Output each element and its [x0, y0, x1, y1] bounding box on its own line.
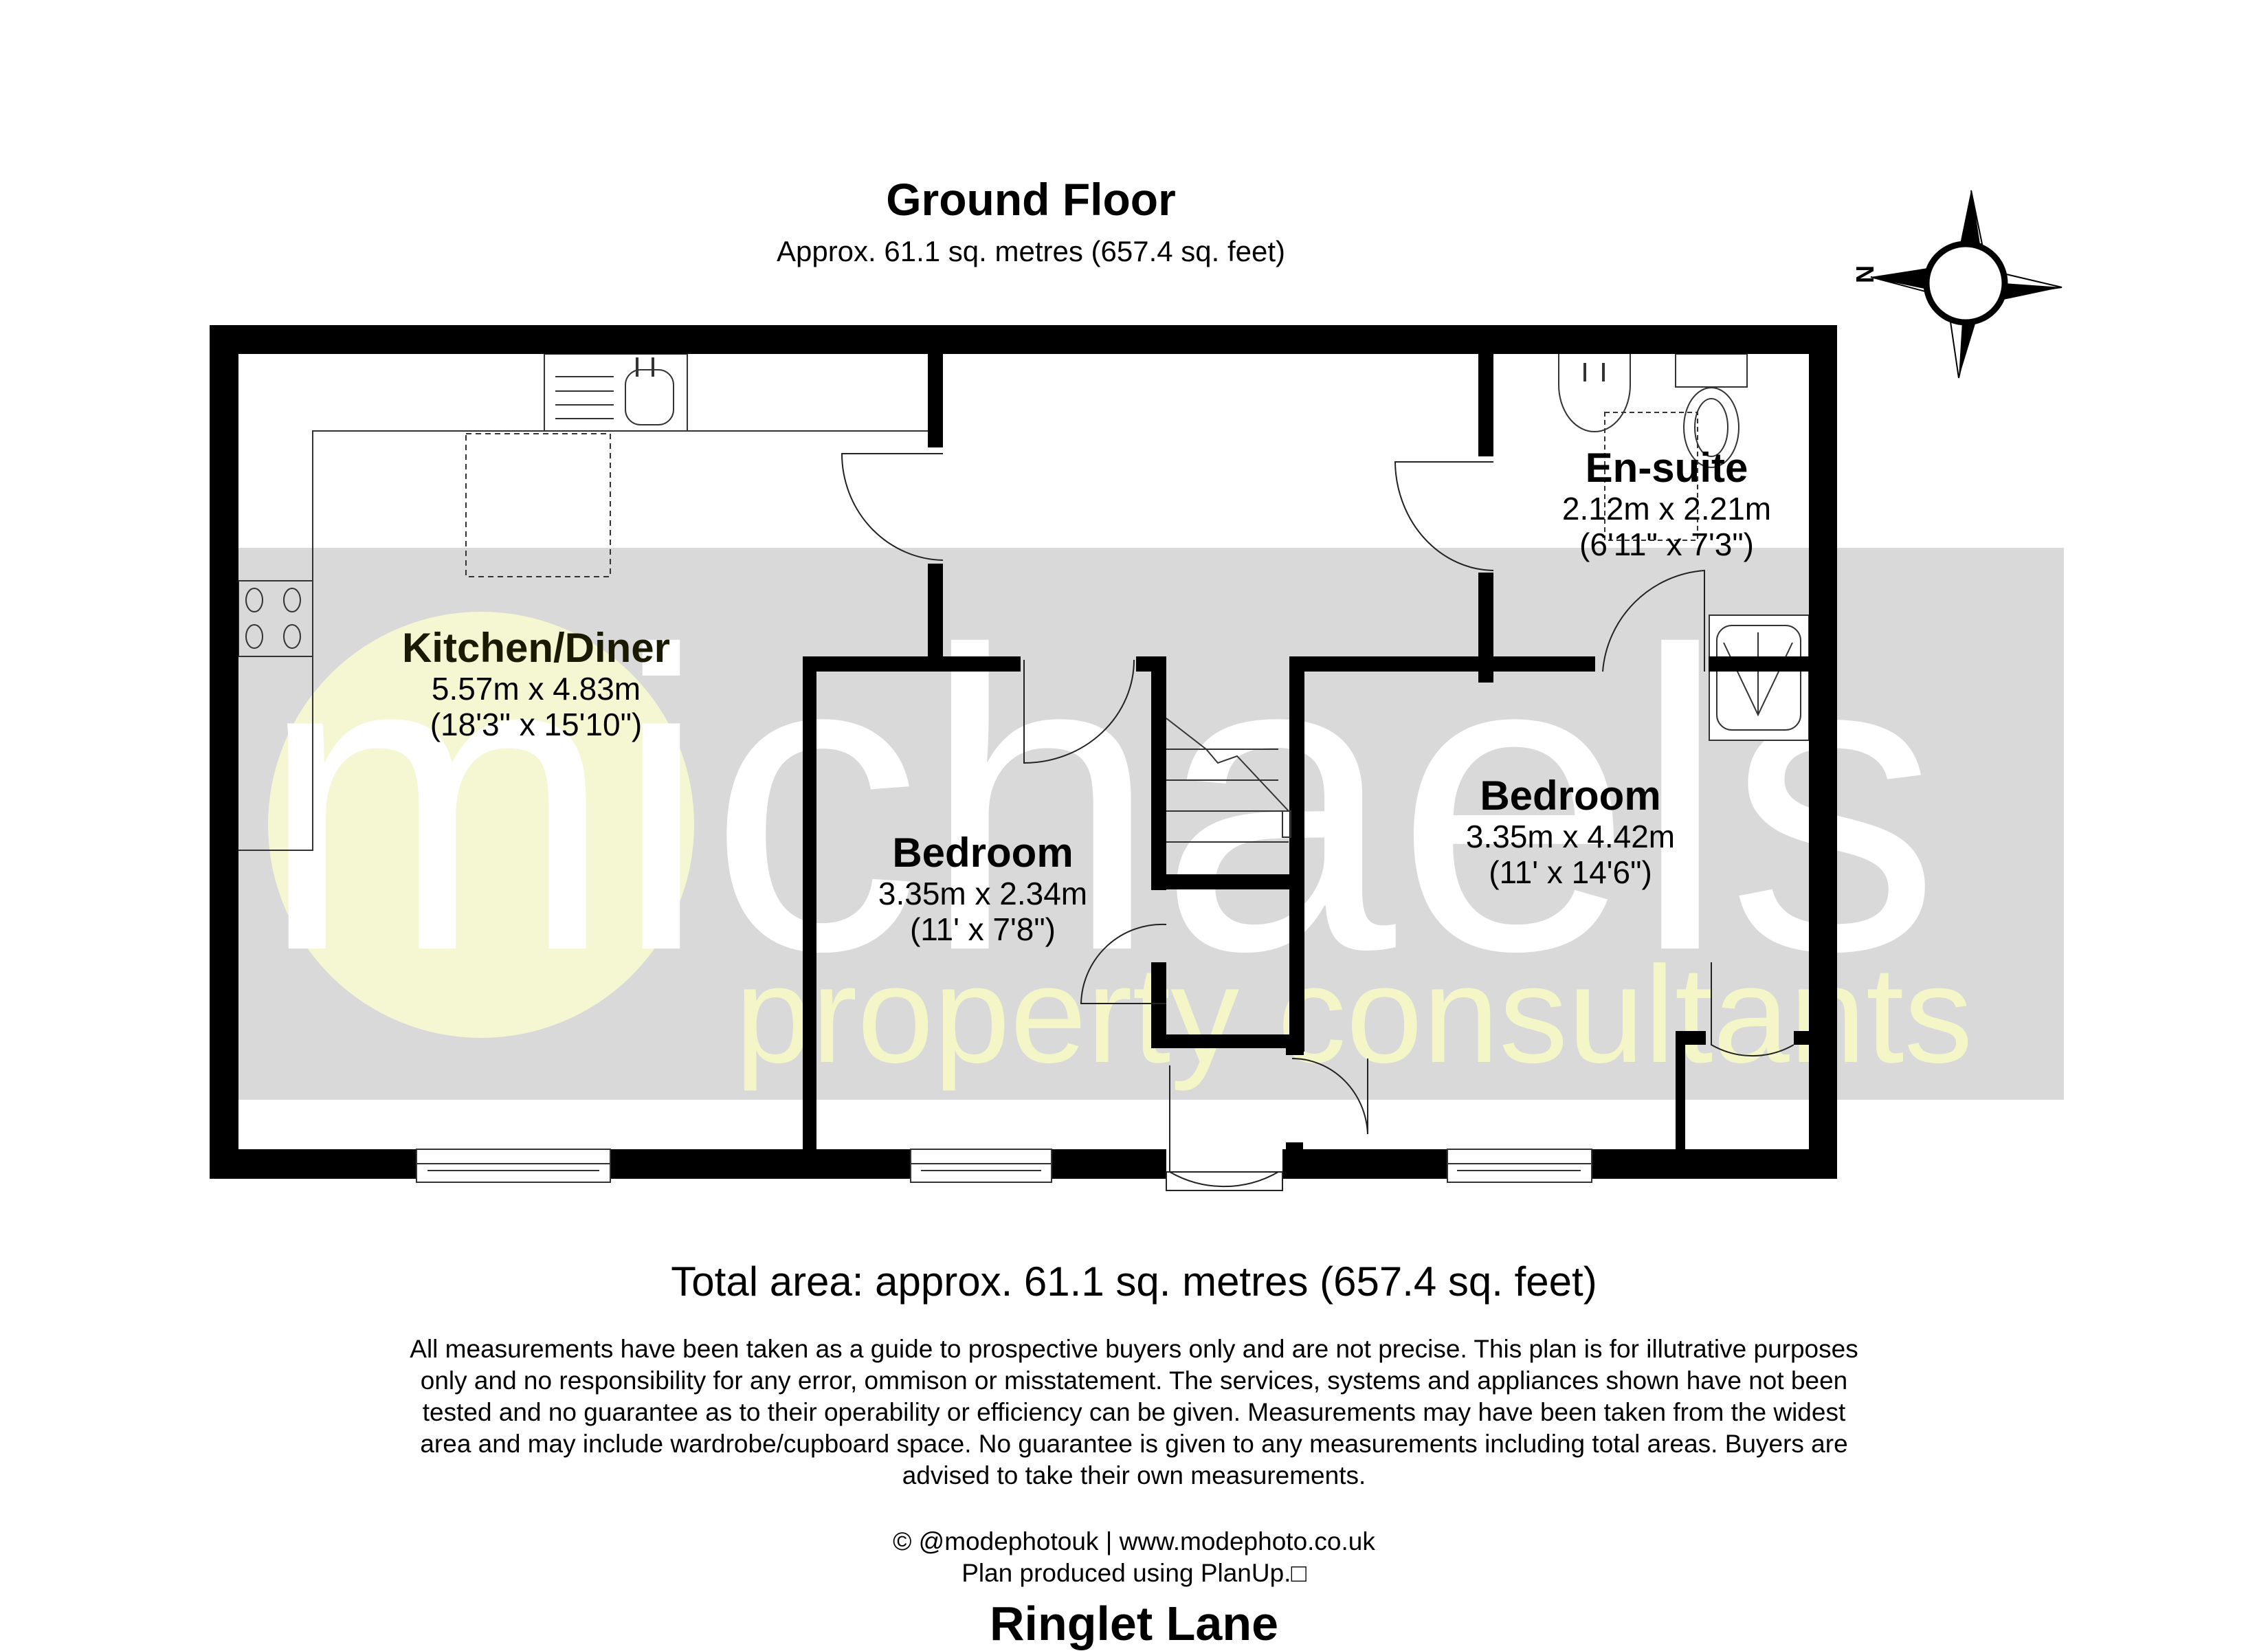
- windows: [416, 1149, 1592, 1183]
- sink-unit: [544, 353, 688, 432]
- kitchen-hall-wall-lower: [928, 564, 943, 672]
- bedroom1-top-wall-right: [1709, 656, 1809, 672]
- door-kitchen-swing: [841, 453, 944, 561]
- sink-bowl-icon: [625, 369, 674, 425]
- doors: [841, 453, 1794, 1191]
- room-imperial: (6'11" x 7'3"): [1579, 527, 1754, 562]
- wardrobe-wall: [1676, 1031, 1685, 1149]
- window-bedroom2: [910, 1149, 1052, 1183]
- watermark-brand-text: michaels: [259, 564, 1940, 1039]
- stair-left-wall: [1151, 656, 1166, 890]
- room-name: Bedroom: [892, 830, 1074, 876]
- door-wardrobe-swing: [1711, 962, 1794, 1057]
- newel-post-icon: [1282, 810, 1291, 838]
- room-label-bedroom-2: Bedroom 3.35m x 2.34m (11' x 7'8"): [878, 830, 1088, 948]
- disclaimer-text: All measurements have been taken as a gu…: [410, 1335, 1858, 1489]
- ensuite-dashed-area: [1604, 412, 1698, 541]
- wardrobe-wall-top-left: [1676, 1031, 1706, 1045]
- watermark-circle: [268, 612, 694, 1038]
- credit-line-1: © @modephotouk | www.modephoto.co.uk: [893, 1527, 1375, 1555]
- window-bedroom1: [1447, 1149, 1592, 1183]
- bedroom2-left-wall: [803, 656, 816, 1149]
- room-metric: 3.35m x 4.42m: [1465, 819, 1676, 854]
- total-area: Total area: approx. 61.1 sq. metres (657…: [671, 1259, 1597, 1305]
- outer-wall-right: [1809, 325, 1837, 1179]
- toilet-bowl-icon: [1683, 387, 1739, 468]
- room-label-bedroom-1: Bedroom 3.35m x 4.42m (11' x 14'6"): [1465, 773, 1676, 891]
- window-kitchen: [416, 1149, 611, 1183]
- front-door-step: [1166, 1171, 1283, 1191]
- door-cupboard-swing: [1080, 923, 1167, 1004]
- toilet-cistern: [1675, 353, 1748, 388]
- door-bedroom2-swing: [1023, 659, 1135, 764]
- kitchen-hall-wall-upper: [928, 354, 943, 447]
- room-metric: 2.12m x 2.21m: [1561, 491, 1772, 527]
- credit-line-2: Plan produced using PlanUp.□: [961, 1559, 1307, 1587]
- porch-wall-stub-low: [1286, 1142, 1303, 1151]
- wardrobe-wall-top-right: [1794, 1031, 1809, 1045]
- hob-icon: [245, 588, 301, 649]
- bedroom2-top-wall: [803, 656, 1021, 672]
- property-address: Ringlet Lane: [989, 1597, 1279, 1650]
- basin-icon: [1558, 354, 1631, 432]
- bedroom1-top-wall-left: [1289, 656, 1595, 672]
- bedroom1-left-wall: [1289, 656, 1304, 1052]
- front-door-swing: [1169, 1065, 1279, 1188]
- room-name: Kitchen/Diner: [401, 625, 671, 671]
- porch-wall-stub: [1286, 1034, 1304, 1055]
- room-imperial: (11' x 7'8"): [909, 911, 1056, 947]
- watermark-tagline-text: property consultants: [735, 938, 1973, 1092]
- kitchen-fixtures: [238, 353, 928, 851]
- draining-board-icon: [555, 376, 614, 419]
- staircase: [1166, 718, 1291, 843]
- floor-title: Ground Floor: [886, 174, 1176, 225]
- hall-wall-lower: [1151, 962, 1166, 1048]
- room-metric: 3.35m x 2.34m: [878, 876, 1088, 911]
- credits: © @modephotouk | www.modephoto.co.uk Pla…: [0, 1526, 2268, 1589]
- ensuite-wall-upper: [1478, 354, 1493, 456]
- room-name: En-suite: [1585, 445, 1748, 491]
- room-metric: 5.57m x 4.83m: [431, 671, 641, 707]
- ensuite-wall-lower: [1478, 573, 1493, 683]
- floor-area-subtitle: Approx. 61.1 sq. metres (657.4 sq. feet): [776, 235, 1286, 267]
- shower-tray: [1709, 614, 1810, 741]
- room-label-en-suite: En-suite 2.12m x 2.21m (6'11" x 7'3"): [1561, 445, 1772, 563]
- door-hall-bedroom1-swing: [1291, 1057, 1368, 1135]
- stair-bottom-wall: [1151, 874, 1304, 889]
- room-label-kitchen-diner: Kitchen/Diner 5.57m x 4.83m (18'3" x 15'…: [401, 625, 671, 743]
- compass-north-label: N: [1851, 265, 1879, 283]
- room-imperial: (18'3" x 15'10"): [430, 707, 643, 742]
- appliance-space: [465, 433, 611, 577]
- porch-top-wall: [1151, 1034, 1304, 1048]
- outer-wall-left: [210, 325, 238, 1179]
- door-ensuite-hall-swing: [1394, 461, 1494, 571]
- shower-icon: [1716, 625, 1801, 731]
- compass-rose-icon: [1870, 190, 2063, 379]
- room-imperial: (11' x 14'6"): [1489, 854, 1652, 890]
- door-ensuite-bedroom-swing: [1602, 569, 1705, 672]
- room-name: Bedroom: [1480, 773, 1661, 819]
- outer-wall-top: [210, 325, 1837, 354]
